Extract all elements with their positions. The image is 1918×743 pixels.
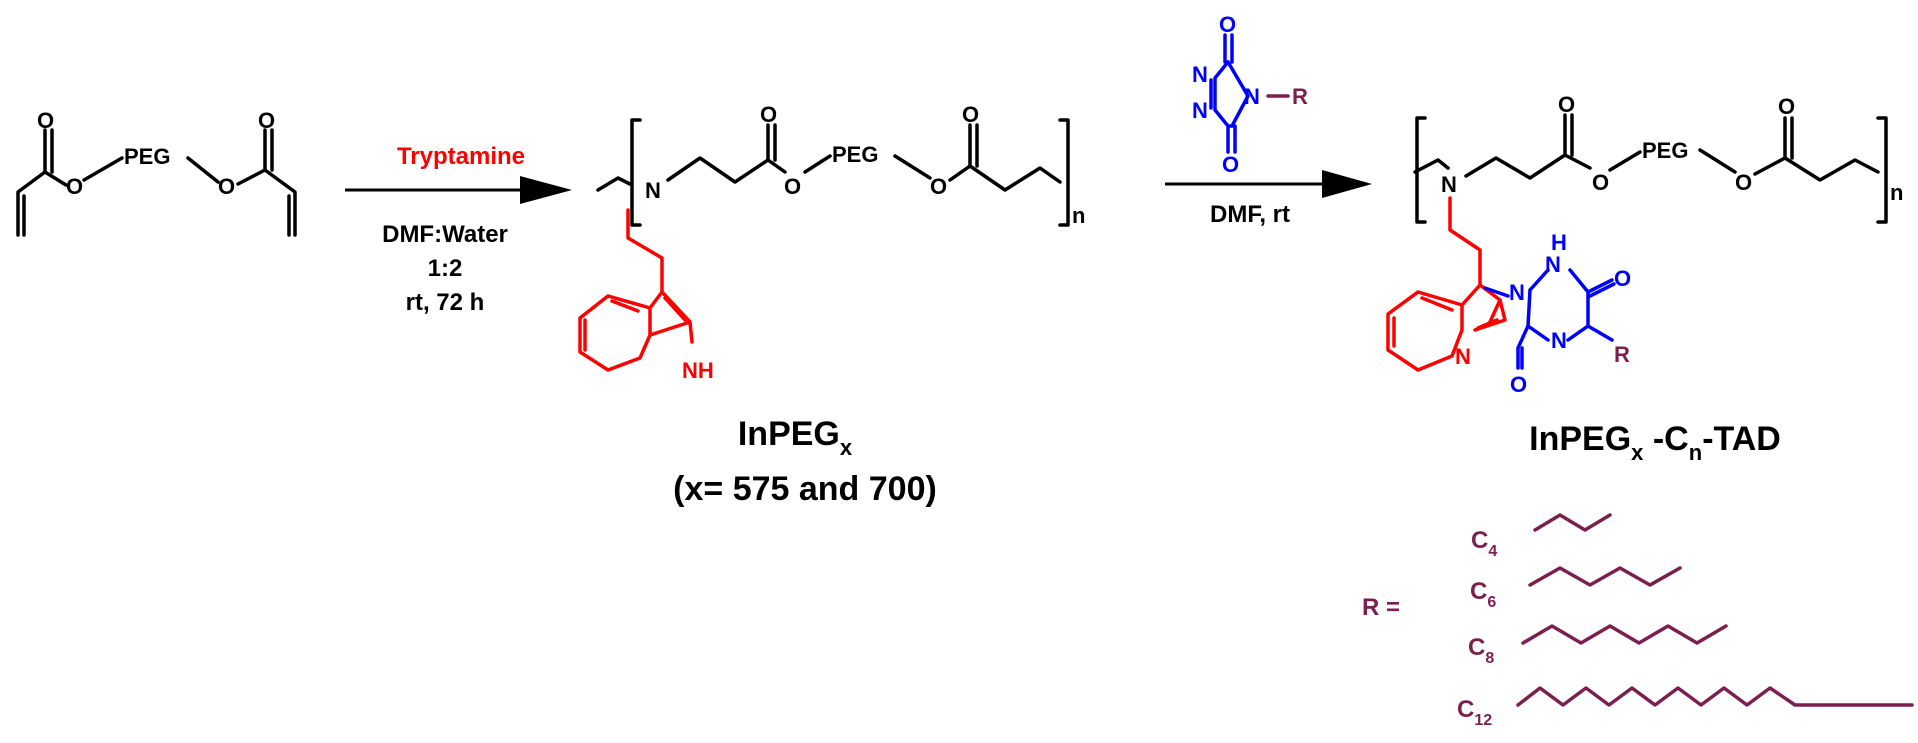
atom-o-carbonyl-1: O	[760, 102, 777, 127]
atom-o-right-ester: O	[218, 174, 235, 199]
tad-n-substituted: N	[1244, 84, 1260, 109]
step1-conditions: rt, 72 h	[406, 289, 485, 316]
urazole-o-bottom: O	[1510, 372, 1527, 397]
urazole-n-substituted: N	[1551, 328, 1567, 353]
tad-r-group: R	[1292, 84, 1308, 109]
atom-o-right-carbonyl: O	[258, 108, 275, 133]
atom-peg-start: PEG	[124, 144, 170, 169]
atom-o-ester-3: O	[1592, 170, 1609, 195]
product1-note: (x= 575 and 700)	[673, 470, 937, 508]
atom-o-ester-2: O	[930, 174, 947, 199]
tad-o-bottom: O	[1222, 152, 1239, 177]
urazole-r-group: R	[1614, 342, 1630, 367]
atom-o-ester-1: O	[784, 174, 801, 199]
r-group-c4-chain	[1533, 513, 1612, 532]
repeat-index-n: n	[1072, 203, 1085, 228]
atom-o-carbonyl-2: O	[962, 102, 979, 127]
tad-n-1: N	[1192, 62, 1208, 87]
atom-o-left-ester: O	[66, 174, 83, 199]
atom-n-indolenine: N	[1455, 344, 1471, 369]
product2-name: InPEGx -Cn-TAD	[1529, 420, 1781, 465]
r-group-c6-label: C6	[1470, 578, 1496, 611]
product-inpegx-structure: n N O O PEG O O NH	[578, 102, 1085, 383]
atom-n-backbone: N	[645, 178, 661, 203]
peg-diacrylate: O O PEG O O	[16, 108, 297, 237]
atom-n-backbone-2: N	[1441, 172, 1457, 197]
r-group-c12-label: C12	[1457, 696, 1492, 729]
reaction-arrow-2: DMF, rt	[1165, 170, 1372, 228]
urazole-n-1: N	[1509, 280, 1525, 305]
product-inpegx-cn-tad-structure: n N O O PEG O O N N N H O N O R	[1386, 92, 1903, 397]
repeat-index-n-2: n	[1890, 180, 1903, 205]
step2-conditions: DMF, rt	[1210, 201, 1290, 228]
atom-o-left-carbonyl: O	[37, 108, 54, 133]
atom-peg-1: PEG	[832, 142, 878, 167]
r-equals-label: R =	[1362, 594, 1400, 621]
r-group-c8-label: C8	[1468, 634, 1494, 667]
atom-o-carbonyl-3: O	[1558, 92, 1575, 117]
r-group-c4-label: C4	[1471, 527, 1497, 560]
solvent-ratio: 1:2	[428, 255, 463, 282]
reaction-arrow-1: Tryptamine DMF:Water 1:2 rt, 72 h	[345, 143, 572, 316]
r-group-c6-chain	[1528, 566, 1682, 587]
r-group-c8-chain	[1521, 624, 1728, 645]
r-group-legend: R = C4 C6 C8 C12	[1362, 513, 1914, 729]
atom-peg-2: PEG	[1642, 138, 1688, 163]
atom-o-carbonyl-4: O	[1778, 94, 1795, 119]
r-group-c12-chain	[1516, 686, 1914, 707]
atom-nh-indole: NH	[682, 358, 714, 383]
tad-n-2: N	[1192, 98, 1208, 123]
urazole-h: H	[1551, 230, 1567, 255]
reagent-tryptamine: Tryptamine	[397, 143, 525, 170]
atom-o-ester-4: O	[1735, 170, 1752, 195]
product1-name: InPEGx	[738, 415, 853, 460]
urazole-o-right: O	[1614, 266, 1631, 291]
urazole-nh: N	[1545, 252, 1561, 277]
tad-reagent: O N N N R O	[1192, 12, 1308, 177]
solvent-label: DMF:Water	[382, 221, 508, 248]
tad-o-top: O	[1219, 12, 1236, 37]
